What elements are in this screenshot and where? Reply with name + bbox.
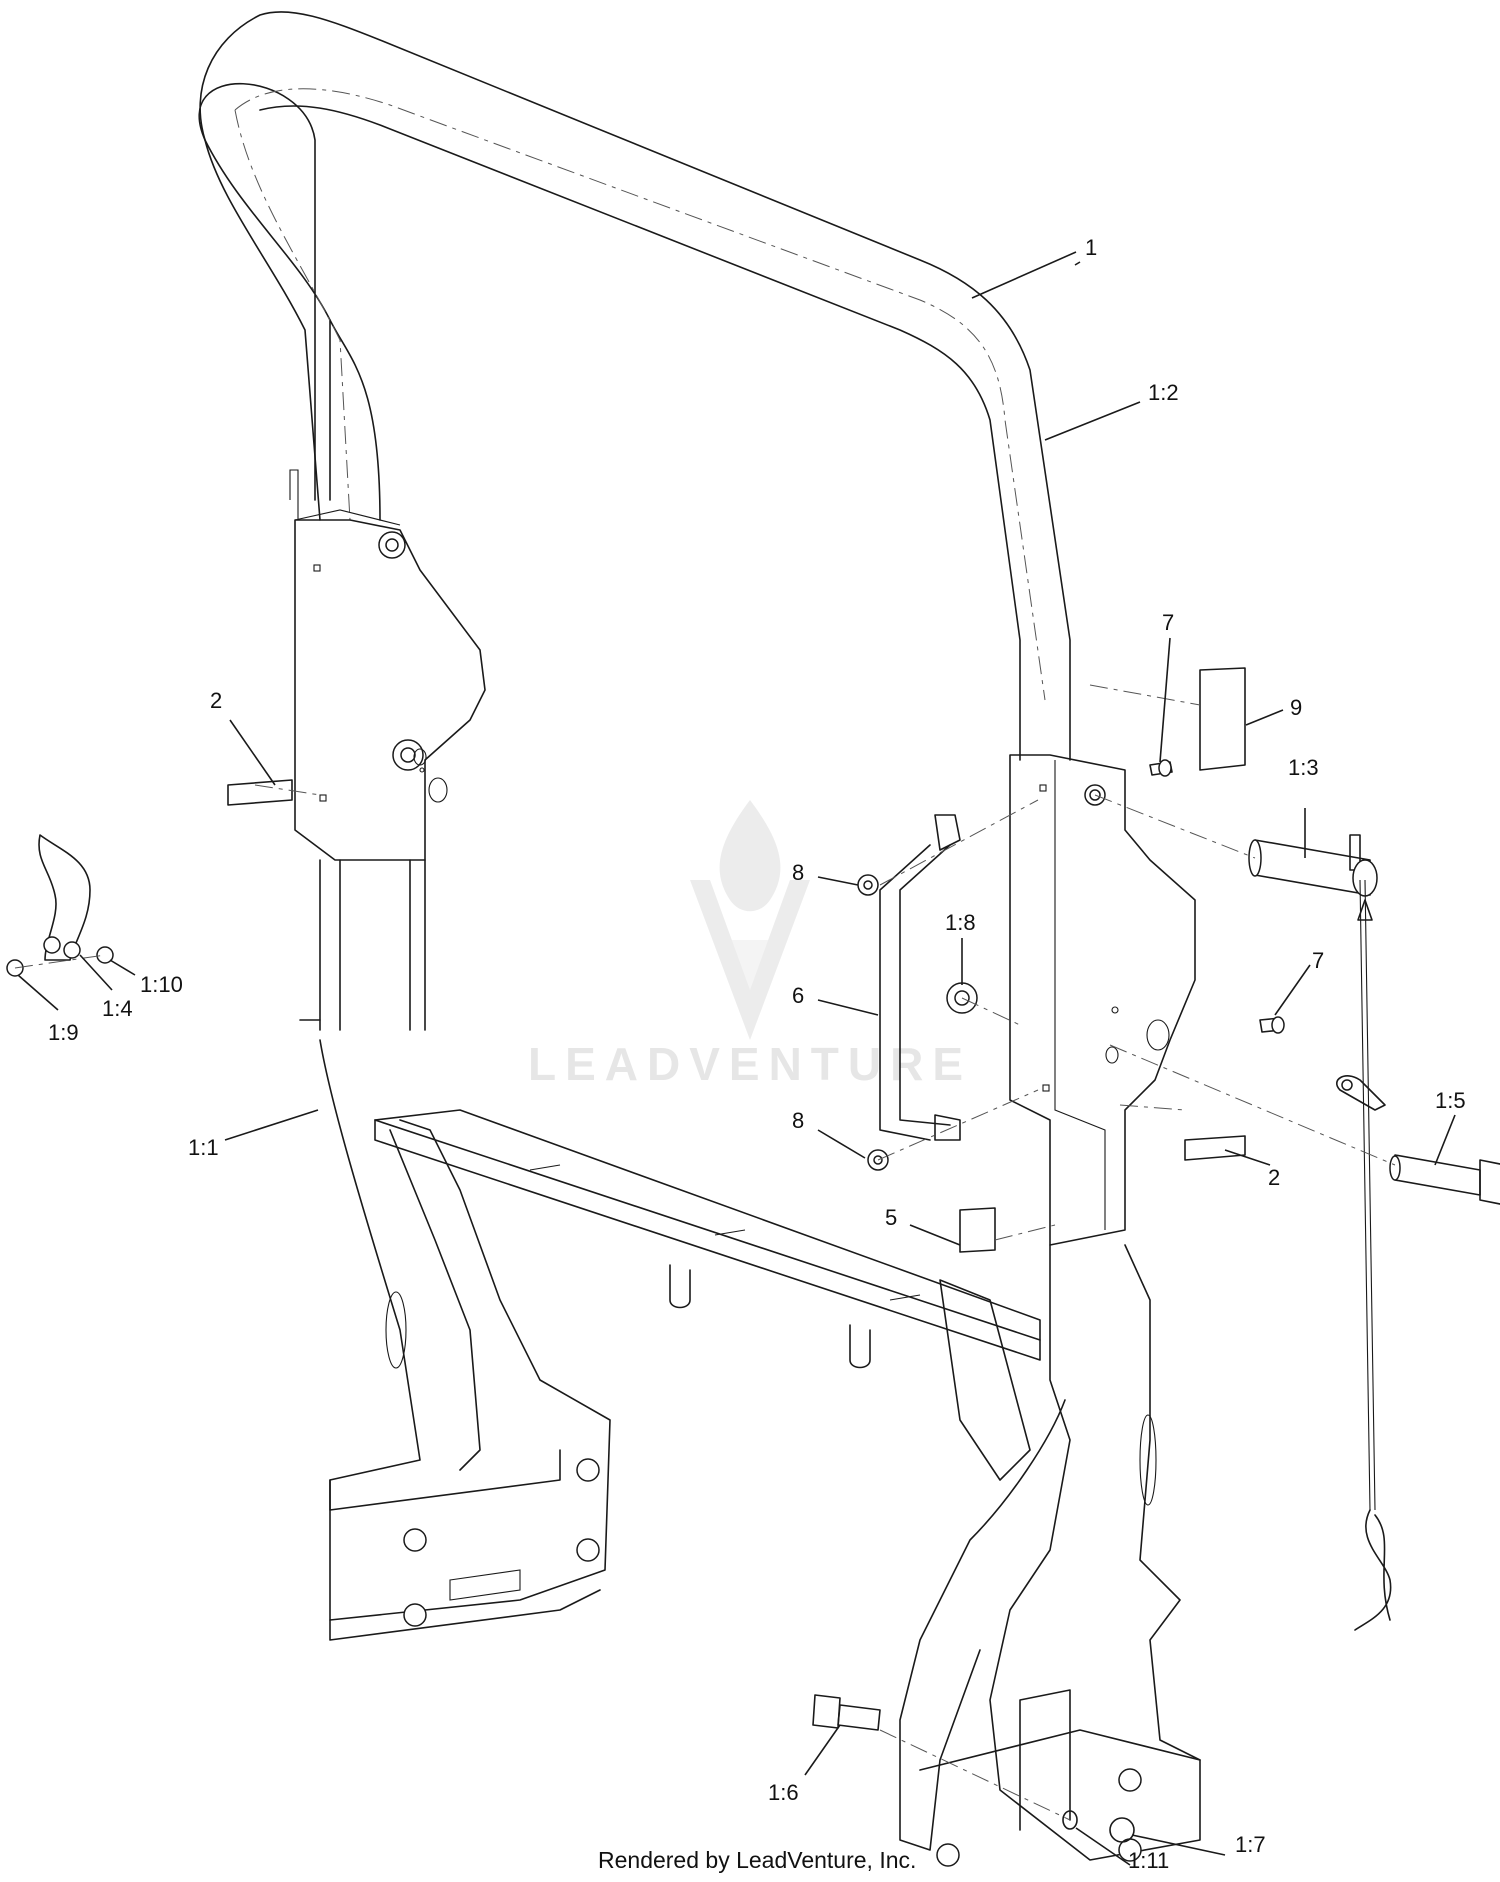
callout-7b: 7 [1312, 948, 1324, 973]
decal-9 [1199, 667, 1246, 771]
callout-1-9: 1:9 [48, 1020, 79, 1045]
callout-1-3: 1:3 [1288, 755, 1319, 780]
watermark-text: LEADVENTURE [528, 1038, 972, 1090]
callout-9: 9 [1290, 695, 1302, 720]
callout-1: 1 [1085, 235, 1097, 260]
watermark-logo: LEADVENTURE [528, 800, 972, 1090]
callout-2a: 2 [210, 688, 222, 713]
decal-2-left [227, 779, 293, 806]
right-upper-bracket [1009, 754, 1196, 1246]
decals [227, 667, 1246, 1253]
callout-1-10: 1:10 [140, 972, 183, 997]
right-lower-mount [899, 1244, 1201, 1867]
leader-lines [17, 251, 1456, 1866]
callout-1-4: 1:4 [102, 996, 133, 1021]
callout-1-7: 1:7 [1235, 1832, 1266, 1857]
left-upper-bracket [289, 469, 486, 861]
callout-1-11: 1:11 [1128, 1848, 1169, 1873]
handle [879, 814, 961, 1141]
assembly-lines [14, 684, 1396, 1821]
callout-1-6: 1:6 [768, 1780, 799, 1805]
rops-hoop-upper [198, 11, 1071, 761]
callout-2b: 2 [1268, 1165, 1280, 1190]
left-lower-tube [299, 859, 426, 1031]
callout-1-2: 1:2 [1148, 380, 1179, 405]
decal-5 [959, 1207, 996, 1253]
callout-7a: 7 [1162, 610, 1174, 635]
callout-1-8: 1:8 [945, 910, 976, 935]
callout-6: 6 [792, 983, 804, 1008]
cross-bar [374, 1109, 1041, 1369]
callout-5: 5 [885, 1205, 897, 1230]
callout-8a: 8 [792, 860, 804, 885]
callout-8b: 8 [792, 1108, 804, 1133]
callout-labels: 1 1:2 7 9 1:3 2 8 1:8 7 6 1:10 1:4 1:9 1… [48, 235, 1466, 1873]
callout-1-1: 1:1 [188, 1135, 219, 1160]
left-lower-mount [319, 1039, 611, 1641]
footer-credit: Rendered by LeadVenture, Inc. [598, 1847, 916, 1873]
decal-2-right [1184, 1135, 1246, 1161]
hardware [6, 759, 1500, 1731]
callout-1-5: 1:5 [1435, 1088, 1466, 1113]
